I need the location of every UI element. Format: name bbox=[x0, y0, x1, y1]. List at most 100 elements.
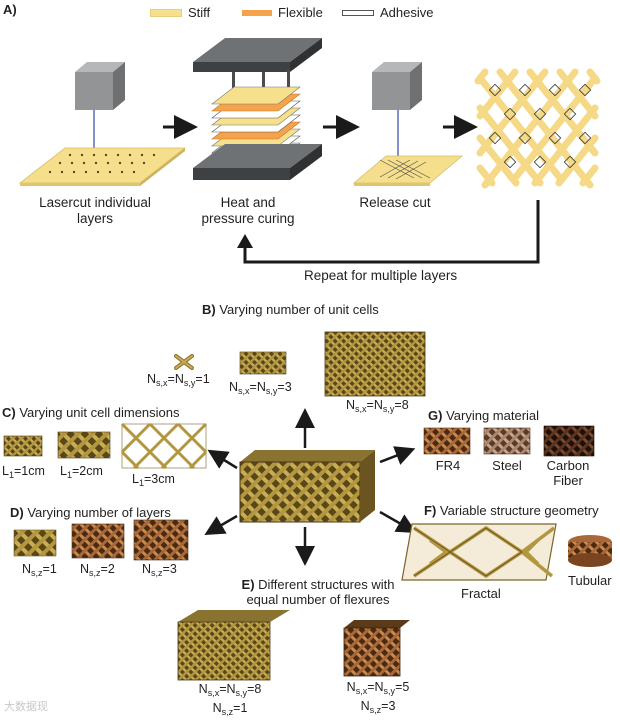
b-sample-1 bbox=[174, 354, 194, 370]
g-label-carbon: Carbon Fiber bbox=[540, 458, 596, 488]
panel-b-title: B) Varying number of unit cells bbox=[202, 302, 379, 317]
panel-b-letter: B) bbox=[202, 302, 216, 317]
c1-sym: L bbox=[2, 464, 9, 478]
e5-sub-x: s,x bbox=[355, 686, 368, 696]
d-sample-2 bbox=[71, 523, 125, 559]
c-sample-2cm bbox=[57, 431, 111, 459]
b8-val: 8 bbox=[401, 398, 409, 412]
press-bottom-plate bbox=[193, 144, 322, 180]
g-sample-carbon bbox=[543, 425, 595, 457]
arrow-to-g bbox=[379, 446, 416, 465]
d1-sym: N bbox=[22, 562, 32, 576]
press-top-plate bbox=[193, 38, 322, 72]
release-sheet bbox=[352, 155, 464, 186]
e8-sub-x: s,x bbox=[207, 688, 220, 698]
panel-c-letter: C) bbox=[2, 405, 16, 420]
panel-c-title: C) Varying unit cell dimensions bbox=[2, 405, 180, 420]
c3-sub: 1 bbox=[138, 478, 144, 488]
d2-val: =2 bbox=[100, 562, 115, 576]
e5-val: 5 bbox=[402, 680, 410, 694]
e8-sub-z: s,z bbox=[221, 707, 234, 717]
repeat-label: Repeat for multiple layers bbox=[304, 268, 458, 283]
panel-f-title-text: Variable structure geometry bbox=[439, 503, 599, 518]
b8-sym-y: N bbox=[373, 398, 383, 412]
panel-g-letter: G) bbox=[428, 408, 443, 423]
panel-d-title: D) Varying number of layers bbox=[10, 505, 171, 520]
b3-val: 3 bbox=[284, 380, 292, 394]
d2-sym: N bbox=[80, 562, 90, 576]
b1-sym-x: N bbox=[147, 372, 157, 386]
b1-sym-y: N bbox=[174, 372, 184, 386]
b-sample-8 bbox=[324, 331, 426, 397]
d-label-1: Ns,z=1 bbox=[22, 562, 57, 578]
d3-val: =3 bbox=[162, 562, 177, 576]
e8-sym-x: N bbox=[198, 682, 208, 696]
c-label-1cm: L1=1cm bbox=[2, 464, 45, 480]
repeat-arrow-head bbox=[237, 234, 253, 248]
c1-sub: 1 bbox=[8, 470, 14, 480]
panel-f-letter: F) bbox=[424, 503, 437, 518]
step-curing-label: Heat and pressure curing bbox=[178, 195, 318, 227]
arrow-to-d bbox=[204, 514, 238, 536]
arrow-to-f bbox=[379, 510, 417, 533]
d1-sub: s,z bbox=[31, 568, 43, 578]
panel-d-title-text: Varying number of layers bbox=[27, 505, 171, 520]
c-sample-1cm bbox=[3, 435, 43, 457]
f-fractal-sample bbox=[401, 523, 557, 581]
panel-g-title-text: Varying material bbox=[446, 408, 540, 423]
d3-sub: s,z bbox=[151, 568, 163, 578]
step-release-line1: Release cut bbox=[359, 195, 431, 210]
e8-val: 8 bbox=[254, 682, 262, 696]
e-sample-5 bbox=[343, 620, 410, 677]
c1-val: =1cm bbox=[13, 464, 45, 478]
e5-z-val: 3 bbox=[388, 699, 396, 713]
c3-sym: L bbox=[132, 472, 139, 486]
c3-val: =3cm bbox=[143, 472, 175, 486]
central-lattice bbox=[239, 450, 375, 523]
legend-adhesive-label: Adhesive bbox=[380, 5, 434, 20]
b8-sub-x: s,x bbox=[355, 404, 367, 414]
panel-a-label: A) bbox=[3, 2, 17, 17]
e5-sym-x: N bbox=[346, 680, 356, 694]
b3-sym-y: N bbox=[256, 380, 266, 394]
laser-head-2 bbox=[372, 62, 422, 164]
panel-e-letter: E) bbox=[241, 577, 255, 592]
b-label-1: Ns,x=Ns,y=1 bbox=[147, 372, 210, 388]
panel-d-letter: D) bbox=[10, 505, 24, 520]
panel-c-title-text: Varying unit cell dimensions bbox=[19, 405, 180, 420]
g-label-carbon-line1: Carbon bbox=[546, 458, 590, 473]
e5-sym-y: N bbox=[374, 680, 384, 694]
f-tubular-sample bbox=[568, 535, 612, 567]
watermark: 大数据现 bbox=[4, 701, 48, 713]
d2-sub: s,z bbox=[89, 568, 101, 578]
c-label-3cm: L1=3cm bbox=[132, 472, 175, 488]
d-sample-1 bbox=[13, 529, 57, 557]
c2-val: =2cm bbox=[71, 464, 103, 478]
b3-sub-x: s,x bbox=[238, 386, 250, 396]
panel-e-title: E) Different structures with equal numbe… bbox=[230, 577, 406, 607]
step-curing-line2: pressure curing bbox=[201, 211, 295, 226]
d-sample-3 bbox=[133, 519, 189, 561]
step-lasercut-line1: Lasercut individual bbox=[39, 195, 151, 210]
c-sample-3cm bbox=[120, 422, 208, 470]
g-sample-fr4 bbox=[423, 427, 471, 455]
g-label-carbon-line2: Fiber bbox=[553, 473, 583, 488]
panel-g-title: G) Varying material bbox=[428, 408, 539, 423]
g-label-fr4: FR4 bbox=[435, 458, 461, 473]
legend-adhesive-swatch bbox=[342, 9, 374, 16]
result-lattice-joints bbox=[488, 83, 592, 169]
panel-b-title-text: Varying number of unit cells bbox=[219, 302, 379, 317]
c2-sub: 1 bbox=[66, 470, 72, 480]
repeat-arrow bbox=[243, 200, 540, 264]
panel-f-title: F) Variable structure geometry bbox=[424, 503, 599, 518]
d1-val: =1 bbox=[42, 562, 57, 576]
e5-sub-z: s,z bbox=[369, 705, 382, 715]
b3-sub-y: s,y bbox=[265, 386, 278, 396]
b1-val: 1 bbox=[202, 372, 210, 386]
legend-flexible-swatch bbox=[242, 9, 272, 16]
g-label-steel: Steel bbox=[492, 458, 522, 473]
laser-sheet bbox=[18, 147, 187, 186]
legend-stiff: Stiff bbox=[150, 5, 210, 20]
